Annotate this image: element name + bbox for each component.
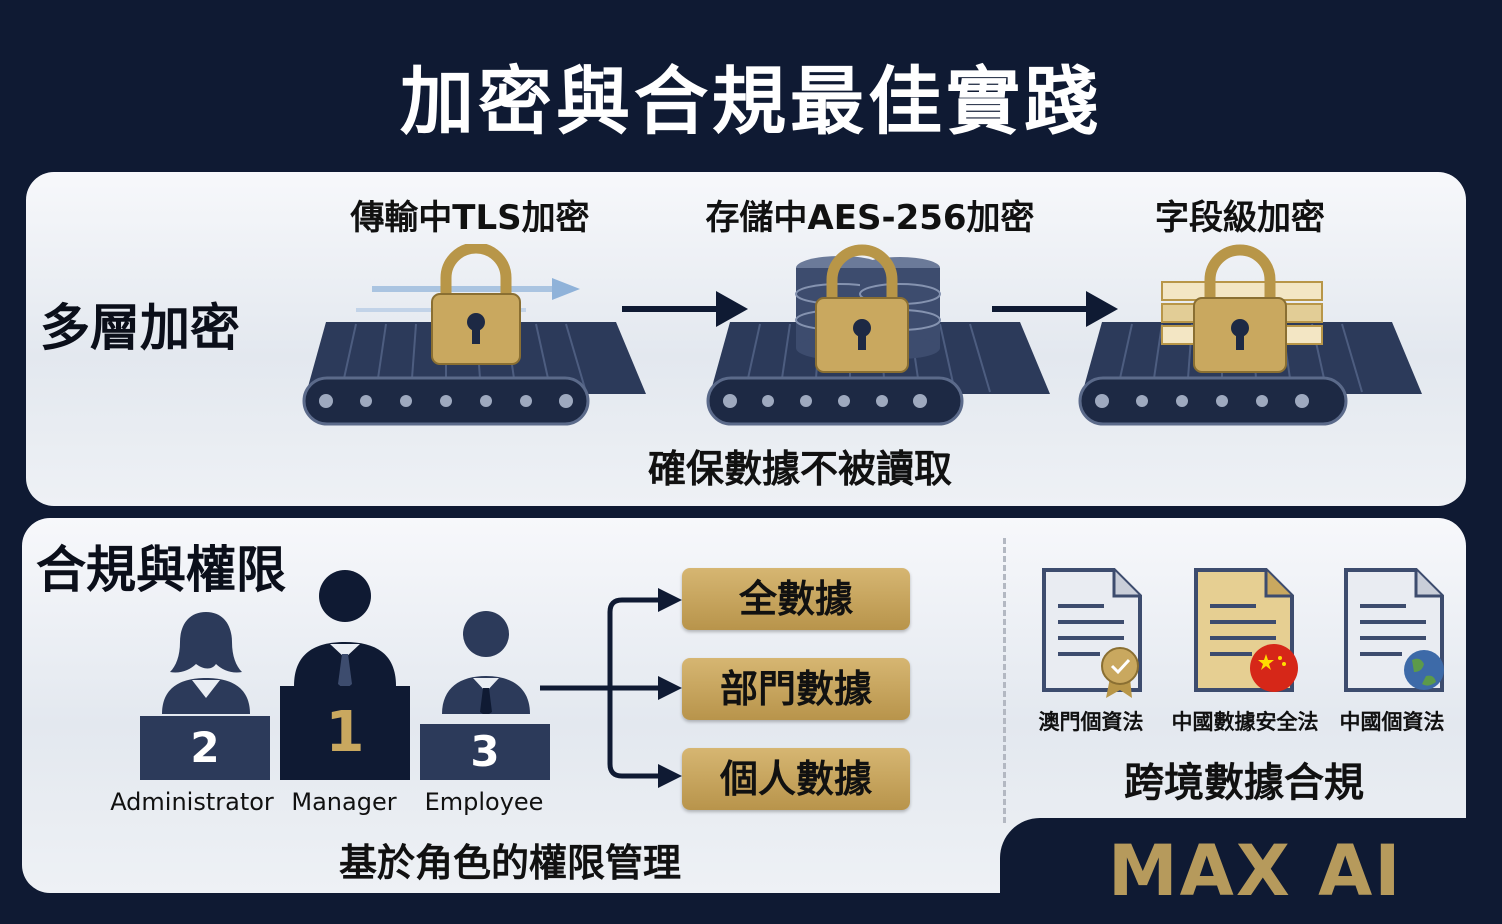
stage-title-field: 字段級加密 <box>1155 198 1325 238</box>
encryption-label: 多層加密 <box>40 299 240 357</box>
field-conveyor-illustration <box>1078 244 1422 426</box>
role-manager-label: Manager <box>291 788 397 816</box>
podium-manager: 1 <box>280 686 410 780</box>
access-personal-data: 個人數據 <box>682 748 910 810</box>
administrator-person-icon <box>162 612 250 714</box>
law-china-dsl-label: 中國數據安全法 <box>1171 710 1319 734</box>
law-macau-label: 澳門個資法 <box>1038 710 1144 734</box>
certificate-seal-icon <box>1101 647 1139 698</box>
page-title: 加密與合規最佳實踐 <box>400 59 1102 145</box>
compliance-label: 合規與權限 <box>36 541 286 599</box>
employee-person-icon <box>442 611 530 714</box>
logo-corner <box>1000 818 1502 924</box>
encryption-caption: 確保數據不被讀取 <box>647 447 952 491</box>
law-china-pipl-label: 中國個資法 <box>1339 710 1445 734</box>
padlock-icon <box>431 244 521 365</box>
globe-icon <box>1404 650 1444 690</box>
china-data-security-law-document-icon <box>1194 568 1298 692</box>
flow-arrow-1-head <box>716 291 748 327</box>
role-administrator-label: Administrator <box>110 788 274 816</box>
flow-arrow-1 <box>622 306 718 312</box>
podium-employee: 3 <box>420 724 550 780</box>
china-flag-icon <box>1250 644 1298 692</box>
rbac-caption: 基於角色的權限管理 <box>338 841 681 885</box>
manager-person-icon <box>294 570 396 686</box>
access-branch-arrows <box>540 588 682 788</box>
aes-conveyor-illustration <box>706 244 1050 426</box>
padlock-icon <box>815 244 909 373</box>
section-divider <box>1003 538 1006 823</box>
cross-border-caption: 跨境數據合規 <box>1124 760 1364 806</box>
tls-conveyor-illustration <box>302 244 646 426</box>
flow-arrow-2 <box>992 306 1088 312</box>
china-privacy-law-document-icon <box>1344 568 1444 692</box>
max-ai-logo: MAX AI <box>1108 830 1403 912</box>
padlock-icon <box>1193 244 1287 373</box>
stage-title-aes: 存儲中AES-256加密 <box>705 198 1035 238</box>
access-department-data: 部門數據 <box>682 658 910 720</box>
flow-arrow-2-head <box>1086 291 1118 327</box>
stage-title-tls: 傳輸中TLS加密 <box>350 198 590 238</box>
podium-administrator: 2 <box>140 716 270 780</box>
access-all-data: 全數據 <box>682 568 910 630</box>
role-employee-label: Employee <box>424 788 544 816</box>
macau-law-document-icon <box>1042 568 1142 698</box>
